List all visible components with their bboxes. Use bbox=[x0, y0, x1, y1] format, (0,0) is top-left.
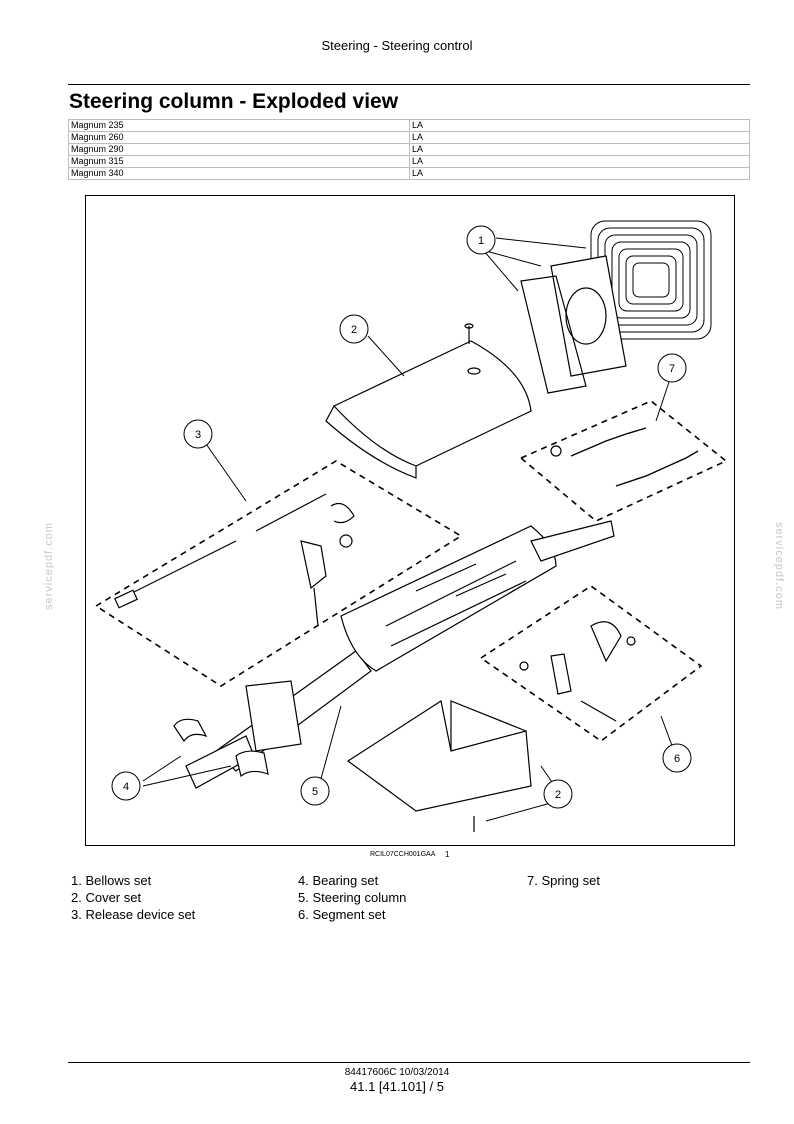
release-pin bbox=[313, 587, 319, 627]
figure-id: RCIL07CCH001GAA bbox=[370, 851, 436, 858]
legend-item: 4. Bearing set bbox=[298, 873, 379, 888]
watermark-left: servicepdf.com bbox=[42, 522, 55, 610]
legend-item: 1. Bellows set bbox=[71, 873, 152, 888]
callout-6 bbox=[662, 743, 692, 773]
cover-hole bbox=[467, 367, 481, 375]
legend-item: 5. Steering column bbox=[298, 890, 407, 905]
callout-2-lower-label: 2 bbox=[555, 789, 561, 801]
column-upper-shaft bbox=[530, 520, 615, 562]
top-cover bbox=[333, 340, 532, 467]
top-cover-edge bbox=[325, 405, 417, 479]
bottom-cover-side bbox=[450, 700, 527, 751]
watermark-right: servicepdf.com bbox=[772, 522, 785, 610]
segment-group-box bbox=[479, 585, 703, 742]
model-cell: Magnum 290 bbox=[68, 143, 410, 156]
bellows-plate-hole bbox=[565, 287, 607, 345]
legend-column-3: 7. Spring set bbox=[527, 872, 600, 889]
segment-plate bbox=[590, 621, 622, 663]
leader-lines bbox=[142, 237, 675, 822]
callout-4-label: 4 bbox=[123, 781, 129, 793]
segment-nut-2 bbox=[626, 636, 636, 646]
release-lever bbox=[300, 540, 327, 590]
bellows-plate bbox=[550, 255, 627, 377]
footer-rule bbox=[68, 1062, 750, 1063]
legend-item: 3. Release device set bbox=[71, 907, 196, 922]
callout-2-lower bbox=[543, 779, 573, 809]
model-cell: Magnum 315 bbox=[68, 155, 410, 168]
callout-1 bbox=[466, 225, 496, 255]
spring-group-box bbox=[519, 400, 728, 522]
segment-nut bbox=[519, 661, 529, 671]
callout-1-label: 1 bbox=[478, 235, 484, 247]
bellows-gasket bbox=[520, 275, 587, 394]
model-cell: Magnum 260 bbox=[68, 131, 410, 144]
legend-column-2: 4. Bearing set 5. Steering column 6. Seg… bbox=[298, 872, 406, 923]
spring-1 bbox=[570, 427, 647, 457]
legend-item: 2. Cover set bbox=[71, 890, 142, 905]
legend-column-1: 1. Bellows set 2. Cover set 3. Release d… bbox=[71, 872, 195, 923]
callout-4 bbox=[111, 771, 141, 801]
document-id: 84417606C 10/03/2014 bbox=[344, 1067, 450, 1078]
bearing-lower bbox=[235, 750, 269, 778]
release-washer bbox=[339, 534, 353, 548]
page-number: 41.1 [41.101] / 5 bbox=[350, 1079, 444, 1094]
callout-7 bbox=[657, 353, 687, 383]
callout-2-upper-label: 2 bbox=[351, 324, 357, 336]
spring-2 bbox=[615, 450, 699, 487]
callout-7-label: 7 bbox=[669, 363, 675, 375]
segment-pin bbox=[580, 700, 617, 722]
callout-3 bbox=[183, 419, 213, 449]
code-cell: LA bbox=[409, 167, 750, 180]
exploded-view-figure: 1 2 3 7 4 5 6 2 bbox=[85, 195, 735, 846]
release-clip bbox=[330, 503, 355, 524]
model-cell: Magnum 235 bbox=[68, 119, 410, 132]
release-cable bbox=[115, 540, 237, 602]
callout-5 bbox=[300, 776, 330, 806]
segment-lever bbox=[550, 653, 572, 695]
bearing-upper bbox=[173, 718, 208, 743]
cable-connector bbox=[114, 589, 138, 609]
model-cell: Magnum 340 bbox=[68, 167, 410, 180]
code-cell: LA bbox=[409, 119, 750, 132]
code-cell: LA bbox=[409, 143, 750, 156]
figure-number: 1 bbox=[445, 850, 450, 859]
column-flange bbox=[245, 680, 302, 752]
exploded-view-drawing: 1 2 3 7 4 5 6 2 bbox=[94, 220, 728, 832]
column-housing-detail bbox=[385, 560, 527, 647]
header-section: Steering - Steering control bbox=[321, 38, 473, 53]
page-title: Steering column - Exploded view bbox=[69, 90, 399, 113]
callout-3-label: 3 bbox=[195, 429, 201, 441]
column-housing bbox=[340, 525, 557, 672]
code-cell: LA bbox=[409, 131, 750, 144]
legend-item: 7. Spring set bbox=[527, 873, 600, 888]
spring-washer bbox=[550, 445, 562, 457]
release-rod bbox=[255, 493, 327, 532]
callout-2-upper bbox=[339, 314, 369, 344]
callout-5-label: 5 bbox=[312, 786, 318, 798]
bottom-cover bbox=[346, 700, 532, 812]
legend-item: 6. Segment set bbox=[298, 907, 386, 922]
header-rule bbox=[68, 84, 750, 85]
cover-screw-head bbox=[464, 323, 474, 329]
code-cell: LA bbox=[409, 155, 750, 168]
callout-6-label: 6 bbox=[674, 753, 680, 765]
